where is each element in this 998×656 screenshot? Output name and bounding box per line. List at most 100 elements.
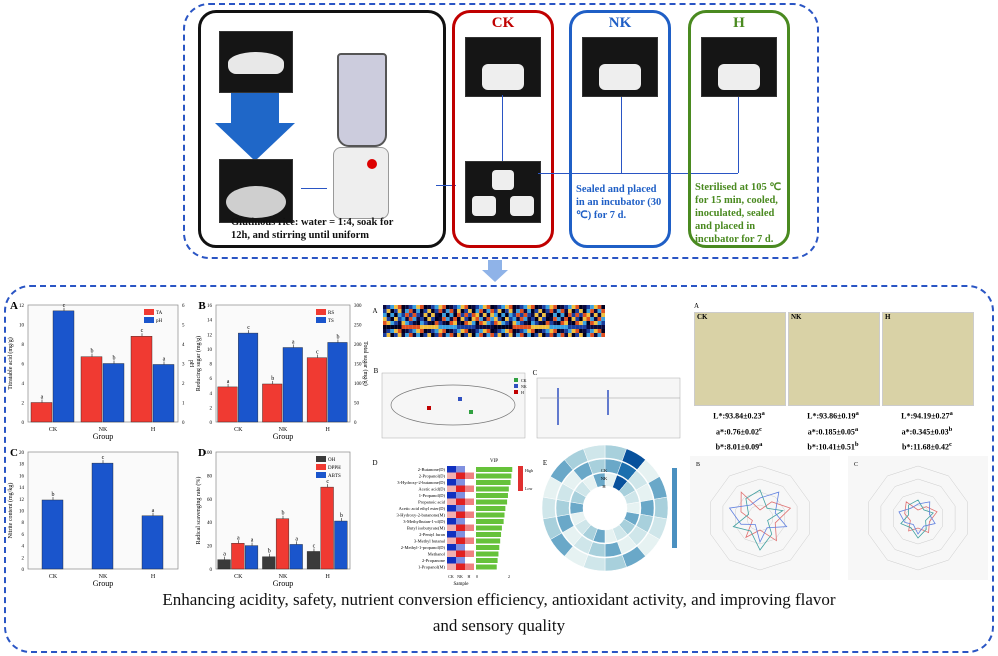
heatmap-cell xyxy=(423,329,428,333)
heatmap-cell xyxy=(564,317,568,321)
heatmap-cell xyxy=(475,325,480,329)
y-tick-label: 0 xyxy=(22,421,25,426)
heatmap-cell xyxy=(434,329,439,333)
heatmap-cell xyxy=(553,321,557,325)
heatmap-cell xyxy=(564,333,568,337)
heatmap-cell xyxy=(516,305,520,309)
y-tick-label: 0 xyxy=(210,568,213,573)
heatmap-cell xyxy=(386,321,391,325)
bar-ts xyxy=(327,342,348,423)
heatmap-cell xyxy=(449,333,454,337)
heatmap-cell xyxy=(453,333,457,337)
heatmap-cell xyxy=(479,329,483,333)
heatmap-cell xyxy=(531,329,535,333)
heatmap-cell xyxy=(549,305,554,309)
heatmap-cell xyxy=(531,305,535,309)
y2-tick-label: 250 xyxy=(354,324,362,329)
l-value: L*:93.84±0.23 xyxy=(713,411,762,421)
heatmap-cell xyxy=(464,317,469,321)
heatmap-cell xyxy=(431,333,435,337)
heatmap-cell xyxy=(519,321,524,325)
heatmap-cell xyxy=(434,325,439,329)
bar-ts xyxy=(282,347,303,423)
bar-rs xyxy=(217,386,238,423)
heatmap-cell xyxy=(553,309,557,313)
heatmap-cell xyxy=(401,333,406,337)
vip-bar xyxy=(476,486,509,492)
heatmap-cell xyxy=(390,317,395,321)
heatmap-cell xyxy=(597,309,602,313)
heatmap-cell xyxy=(453,309,457,313)
significance-letter: a xyxy=(237,535,240,541)
heatmap-cell xyxy=(586,313,591,317)
heatmap-cell xyxy=(460,333,465,337)
radar-grid xyxy=(893,491,943,545)
heatmap-cell xyxy=(494,305,498,309)
heatmap-cell xyxy=(516,325,520,329)
heatmap-cell xyxy=(590,321,594,325)
vip-heatmap-cell xyxy=(447,531,456,538)
heatmap-cell xyxy=(416,313,420,317)
heatmap-cell xyxy=(545,309,550,313)
swatch-label: NK xyxy=(791,313,802,321)
heatmap-cell xyxy=(383,333,387,337)
heatmap-cell xyxy=(505,317,509,321)
heatmap-cell xyxy=(438,329,443,333)
heatmap-cell xyxy=(475,313,480,317)
radar-series xyxy=(740,491,792,542)
heatmap-cell xyxy=(482,309,487,313)
swatch-label: H xyxy=(885,313,891,321)
heatmap-cell xyxy=(590,309,594,313)
heatmap-cell xyxy=(542,313,546,317)
vip-compound-label: Butyl isobutyrate(M) xyxy=(407,526,446,531)
y-tick-label: 10 xyxy=(19,510,25,515)
vip-heatmap-cell xyxy=(447,537,456,544)
vip-heatmap-cell xyxy=(447,518,456,525)
heatmap-cell xyxy=(564,305,568,309)
heatmap-cell xyxy=(438,333,443,337)
vip-heatmap-cell xyxy=(456,544,465,551)
heatmap-cell xyxy=(431,313,435,317)
heatmap-cell xyxy=(482,329,487,333)
heatmap-cell xyxy=(383,317,387,321)
heatmap-cell xyxy=(431,329,435,333)
vip-heatmap-cell xyxy=(456,537,465,544)
heatmap-cell xyxy=(420,309,424,313)
results-frame xyxy=(4,285,994,653)
y-tick-label: 10 xyxy=(207,348,213,353)
group-box-nk: NK Sealed and placed in an incubator (30… xyxy=(569,10,671,248)
caption-line-2: and sensory quality xyxy=(432,616,566,635)
vip-heatmap-cell xyxy=(447,479,456,486)
legend-swatch xyxy=(514,378,518,382)
b-value: b*:10.41±0.51 xyxy=(807,442,855,452)
heatmap-cell xyxy=(445,313,450,317)
vip-heatmap-cell xyxy=(447,557,456,564)
heatmap-cell xyxy=(434,313,439,317)
pca-point-h xyxy=(469,410,473,414)
heatmap-cell xyxy=(575,329,580,333)
vip-heatmap-cell xyxy=(465,524,474,531)
significance-letter: a xyxy=(227,379,230,385)
vip-bar xyxy=(476,480,511,485)
vip-compound-label: 1-Propanol(M) xyxy=(418,565,445,570)
heatmap-cell xyxy=(427,317,432,321)
heatmap-cell xyxy=(453,313,457,317)
heatmap-cell xyxy=(460,321,465,325)
vip-heatmap-cell xyxy=(456,479,465,486)
heatmap-cell xyxy=(460,325,465,329)
vip-bar xyxy=(476,551,499,557)
heatmap-cell xyxy=(549,317,554,321)
panel-label: E xyxy=(543,459,547,467)
group-box-h: H Sterilised at 105 ℃ for 15 min, cooled… xyxy=(688,10,790,248)
b-letter: b xyxy=(854,441,859,449)
y-axis-label: Titratable acid (mg/g) xyxy=(7,337,14,389)
heatmap-cell xyxy=(538,305,543,309)
vip-compound-label: 3-Hydroxy-2-butanone(D) xyxy=(397,480,445,485)
heatmap-cell xyxy=(464,325,469,329)
heatmap-cell xyxy=(531,313,535,317)
heatmap-cell xyxy=(468,321,472,325)
color-swatch-ck: CK xyxy=(694,312,786,406)
heatmap-cell xyxy=(601,313,605,317)
heatmap-cell xyxy=(449,325,454,329)
